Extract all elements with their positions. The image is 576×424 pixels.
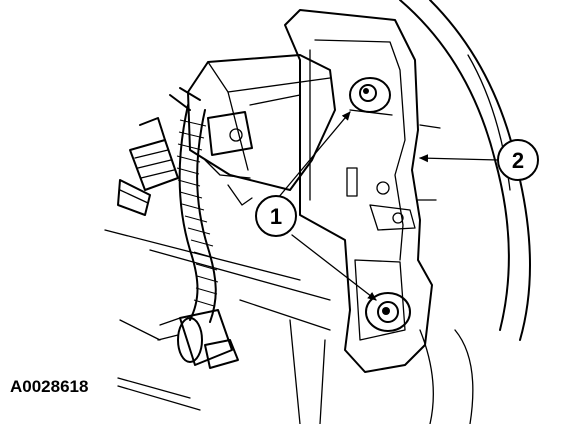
background-structure — [104, 229, 331, 424]
mounting-bracket — [284, 9, 441, 373]
lower-fastener — [365, 292, 411, 332]
wiring-harness — [169, 87, 219, 323]
electrical-connector — [117, 117, 179, 216]
figure-id: A0028618 — [10, 377, 201, 411]
figure-id-label: A0028618 — [10, 377, 88, 396]
callout-1: 1 — [255, 195, 297, 237]
upper-fastener — [349, 77, 391, 113]
callout-2-label: 2 — [512, 148, 524, 173]
callout-1-leaders — [277, 111, 377, 301]
callout-1-label: 1 — [270, 204, 282, 229]
callout-2: 2 — [497, 139, 539, 181]
harness-plug — [157, 309, 239, 369]
sensor-module — [187, 54, 336, 206]
callout-2-leader — [419, 154, 499, 163]
